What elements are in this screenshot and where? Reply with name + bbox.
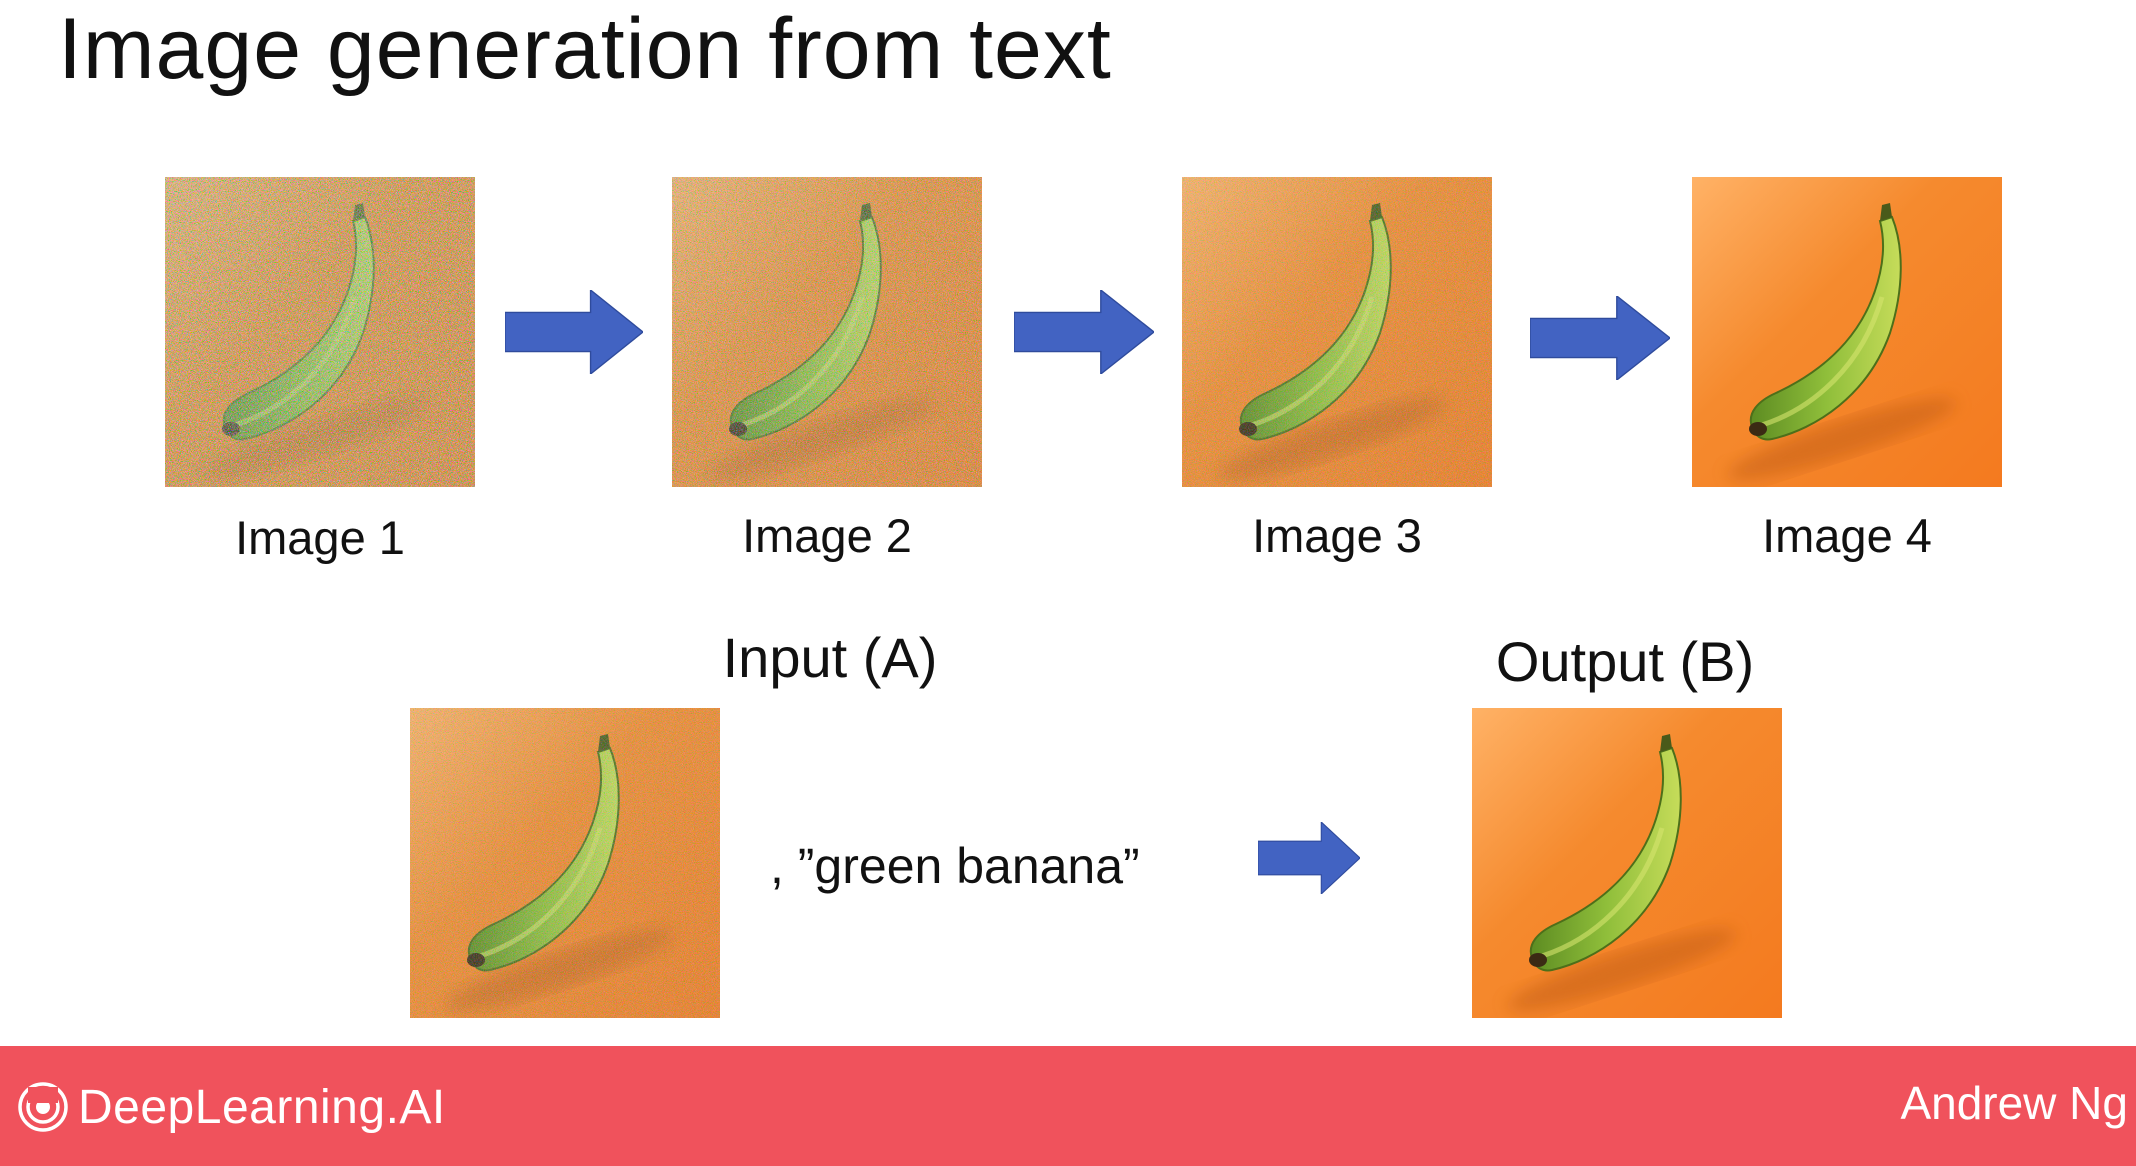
output-label: Output (B) [1495, 630, 1755, 693]
author-name: Andrew Ng [1900, 1077, 2128, 1129]
output-banana-image [1472, 708, 1782, 1018]
image-caption: Image 4 [1762, 509, 1932, 562]
brand-name: DeepLearning.AI [78, 1080, 446, 1134]
right-arrow-icon [1258, 822, 1360, 894]
right-arrow-icon [1530, 296, 1670, 380]
brand: DeepLearning.AI [18, 1074, 446, 1140]
right-arrow-icon [1014, 290, 1154, 374]
image-caption: Image 2 [742, 509, 912, 562]
footer-bar: DeepLearning.AI Andrew Ng [0, 1046, 2136, 1166]
slide-title: Image generation from text [58, 1, 1112, 97]
input-noisy-banana-image [410, 708, 720, 1018]
heavy-noise-image [672, 177, 982, 487]
pure-noise-image [165, 177, 475, 487]
text-prompt: , ”green banana” [770, 838, 1140, 894]
clean-banana-image [1692, 177, 2002, 487]
deeplearning-logo-icon [18, 1082, 68, 1132]
input-label: Input (A) [722, 626, 938, 689]
image-caption: Image 1 [235, 511, 405, 564]
partial-noise-banana-image [1182, 177, 1492, 487]
right-arrow-icon [505, 290, 643, 374]
image-caption: Image 3 [1252, 509, 1422, 562]
